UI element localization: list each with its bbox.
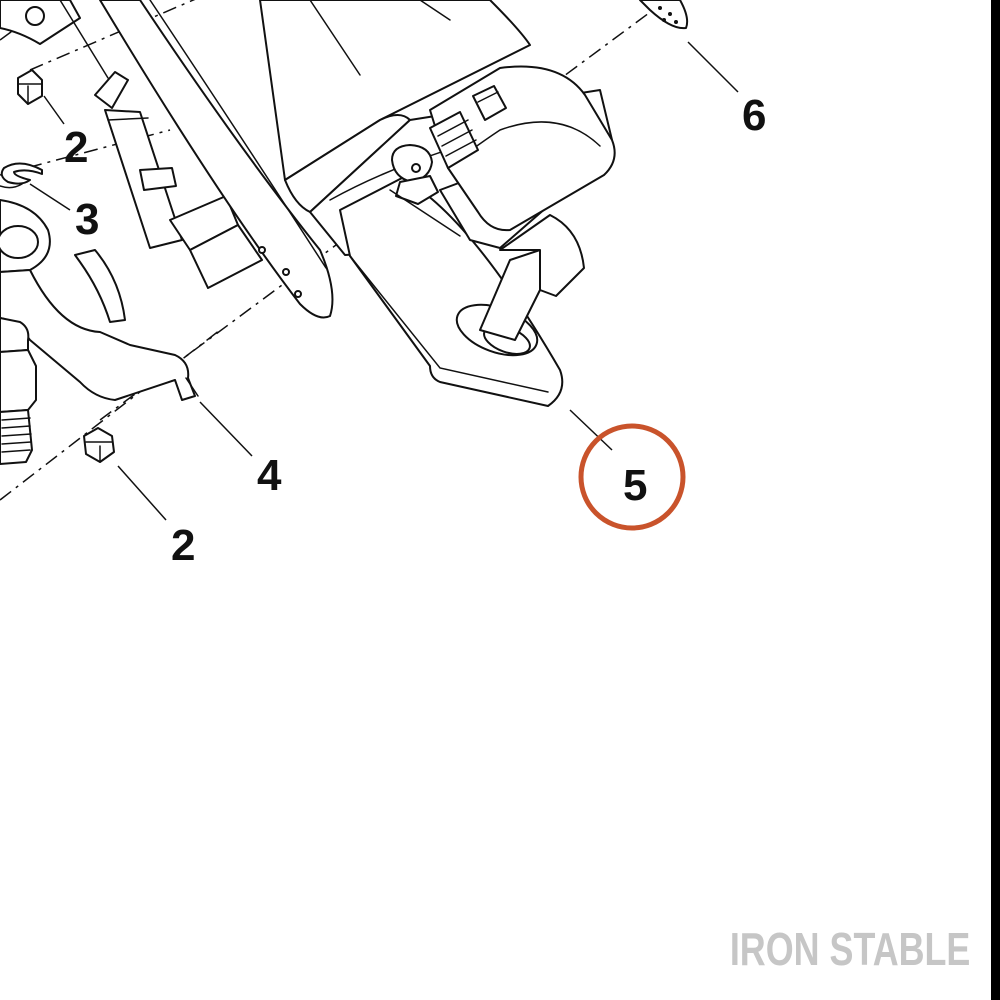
top-bracket-part	[0, 0, 109, 79]
callout-2-top: 2	[64, 123, 88, 172]
burner-screen	[639, 0, 689, 30]
valve-body	[429, 65, 616, 232]
hex-nut-bottom	[83, 427, 115, 463]
watermark-text: IRON STABLE	[729, 923, 970, 975]
callout-4: 4	[257, 451, 282, 500]
callout-3: 3	[75, 195, 99, 244]
pilot-tube	[94, 71, 263, 289]
hex-nut-top	[17, 69, 43, 105]
callout-5: 5	[623, 461, 647, 510]
burner-plate	[99, 0, 334, 319]
mounting-bracket	[0, 199, 199, 401]
callout-2-bottom: 2	[171, 521, 195, 570]
callout-6: 6	[742, 91, 766, 140]
leader-lines	[29, 41, 739, 521]
highlight-ring	[578, 423, 686, 531]
pilot-assembly	[389, 144, 461, 237]
callout-labels: 2 3 4 2 5 6	[64, 91, 766, 570]
right-edge-bar	[991, 0, 1000, 1000]
threaded-fitting	[0, 317, 37, 465]
retaining-clip	[0, 162, 43, 189]
